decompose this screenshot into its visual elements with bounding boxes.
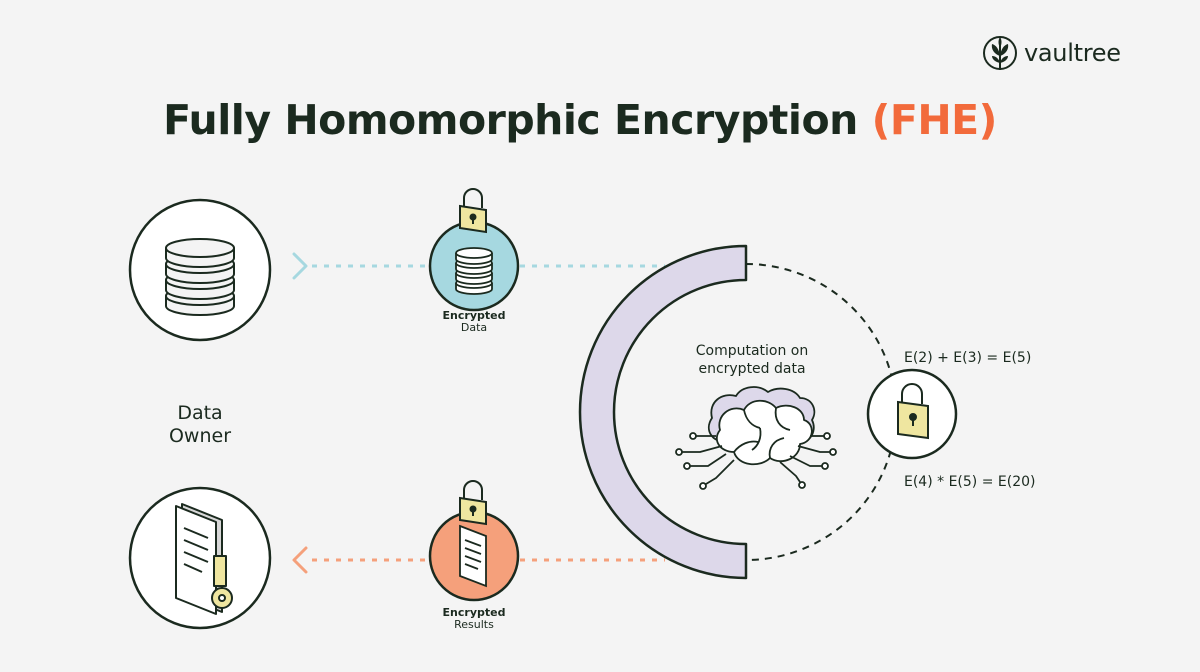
equation-sum: E(2) + E(3) = E(5) <box>904 350 1032 366</box>
return-arrow-bottom <box>292 546 308 574</box>
lock-node <box>866 368 958 460</box>
page-title: Fully Homomorphic Encryption (FHE) <box>0 96 1160 144</box>
lock-icon <box>459 480 487 526</box>
database-icon <box>165 238 235 316</box>
lock-icon <box>897 383 929 440</box>
data-owner-label: Data Owner <box>168 402 232 447</box>
brand-name: vaultree <box>1024 39 1121 67</box>
encrypted-data-caption: Encrypted Data <box>442 309 506 334</box>
incoming-arrow-top <box>292 252 308 280</box>
lock-icon <box>459 188 487 234</box>
brain-icon <box>675 386 837 490</box>
document-key-icon <box>175 503 233 615</box>
encrypted-data-node <box>428 188 520 312</box>
dashed-computation-arc <box>745 263 897 561</box>
document-key-circle <box>128 486 272 630</box>
computation-label: Computation on encrypted data <box>695 343 809 377</box>
tree-icon <box>983 36 1017 70</box>
brand-logo: vaultree <box>982 32 1121 74</box>
encrypted-results-caption: Encrypted Results <box>442 606 506 631</box>
title-main: Fully Homomorphic Encryption <box>163 96 858 144</box>
encrypted-results-node <box>428 480 520 602</box>
database-circle <box>128 198 272 342</box>
equation-product: E(4) * E(5) = E(20) <box>904 474 1036 490</box>
computation-half-ring <box>578 244 748 580</box>
title-accent: (FHE) <box>871 96 998 144</box>
